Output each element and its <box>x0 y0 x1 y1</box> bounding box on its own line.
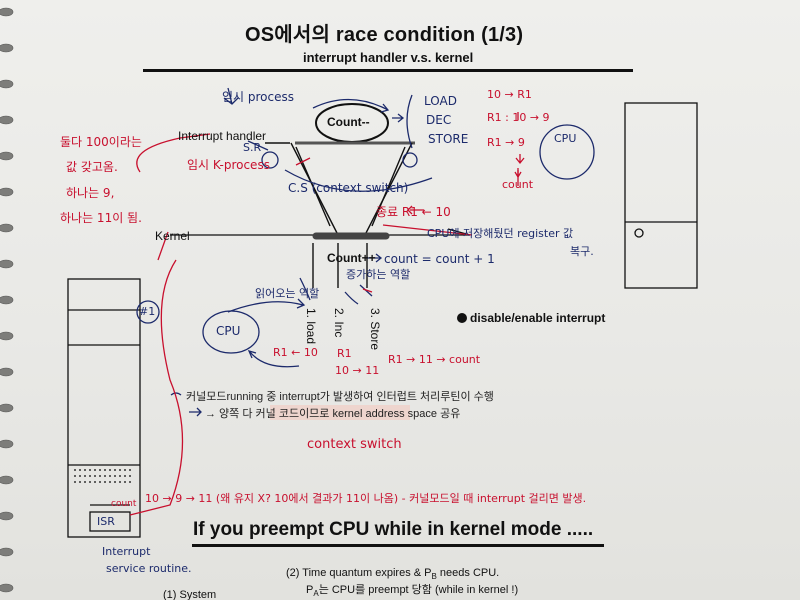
isr-description-line-1: Interrupt <box>102 545 151 558</box>
r1-11-count-note: R1 → 11 → count <box>388 353 481 366</box>
page-subtitle: interrupt handler v.s. kernel <box>303 50 474 65</box>
r1-note: R1 <box>337 347 352 360</box>
read-role-note: 읽어오는 역할 <box>255 287 320 300</box>
step-load-label: 1. load <box>304 308 318 345</box>
dec-note: DEC <box>426 113 452 127</box>
interrupt-handler-label: Interrupt handler <box>178 129 267 143</box>
step-inc-label: 2. Inc <box>332 308 346 338</box>
spiral-binding <box>0 7 14 593</box>
left-note-line-2: 값 갖고옴. <box>66 160 118 174</box>
temp-process-note: 임시 process <box>222 90 295 104</box>
footer-box2-line2: PA는 CPU를 preempt 당함 (while in kernel !) <box>306 584 519 599</box>
temp-k-process-note: 임시 K-process <box>187 158 270 172</box>
footer-box1: (1) System <box>163 589 217 600</box>
footer-box2-line1: (2) Time quantum expires & PB needs CPU. <box>286 567 500 582</box>
hash-one-note: #1 <box>139 305 156 318</box>
r-note-2: R1 : 10 → 9 <box>487 111 550 124</box>
r-note-3: R1 → 9 <box>487 136 525 149</box>
increase-role-note: 증가하는 역할 <box>346 268 411 281</box>
sr-note: S.R <box>243 141 262 154</box>
isr-box-label: ISR <box>97 515 115 528</box>
left-note-line-1: 둘다 100이라는 <box>60 135 142 149</box>
kernel-label: Kernel <box>155 229 190 243</box>
r1-10-note: R1 ← 10 <box>273 346 318 359</box>
restore-register-note-2: 복구. <box>570 245 594 258</box>
note-line-2: → 양쪽 다 커널 코드이므로 kernel address space 공유 <box>205 408 461 420</box>
count-plus-label: Count++ <box>327 251 376 265</box>
isr-description-line-2: service routine. <box>106 562 192 575</box>
bottom-red-note: 10 → 9 → 11 (왜 유지 X? 10에서 결과가 11이 나옴) - … <box>145 492 587 505</box>
store-note: STORE <box>428 132 469 146</box>
count-note: count <box>502 178 534 191</box>
disable-interrupt-label: disable/enable interrupt <box>470 311 606 325</box>
cpu-note: CPU <box>554 132 577 145</box>
step-store-label: 3. Store <box>368 308 382 351</box>
note-line-1: 커널모드running 중 interrupt가 발생하여 인터럽트 처리루틴이… <box>186 391 494 403</box>
r-note-1: 10 → R1 <box>487 88 532 101</box>
title-underline <box>143 69 633 72</box>
cpu-circle-label: CPU <box>216 324 241 338</box>
bottom-heading: If you preempt CPU while in kernel mode … <box>193 519 594 540</box>
context-switch-note: C.S (context switch) <box>288 181 409 195</box>
count-expression-note: count = count + 1 <box>384 252 495 266</box>
context-switch-red-note: context switch <box>307 437 402 452</box>
left-note-line-4: 하나는 11이 됨. <box>60 211 142 225</box>
count-box-label: count <box>111 499 137 509</box>
count-minus-label: Count-- <box>327 115 370 129</box>
bottom-heading-underline <box>192 544 604 547</box>
restore-register-note: CPU에 저장해뒀던 register 값 <box>427 227 574 240</box>
load-note: LOAD <box>424 94 457 108</box>
page-title: OS에서의 race condition (1/3) <box>245 24 524 46</box>
left-note-line-3: 하나는 9, <box>66 186 115 200</box>
end-r1-note: 종료 R1 ← 10 <box>376 205 451 219</box>
ten-eleven-note: 10 → 11 <box>335 364 380 377</box>
